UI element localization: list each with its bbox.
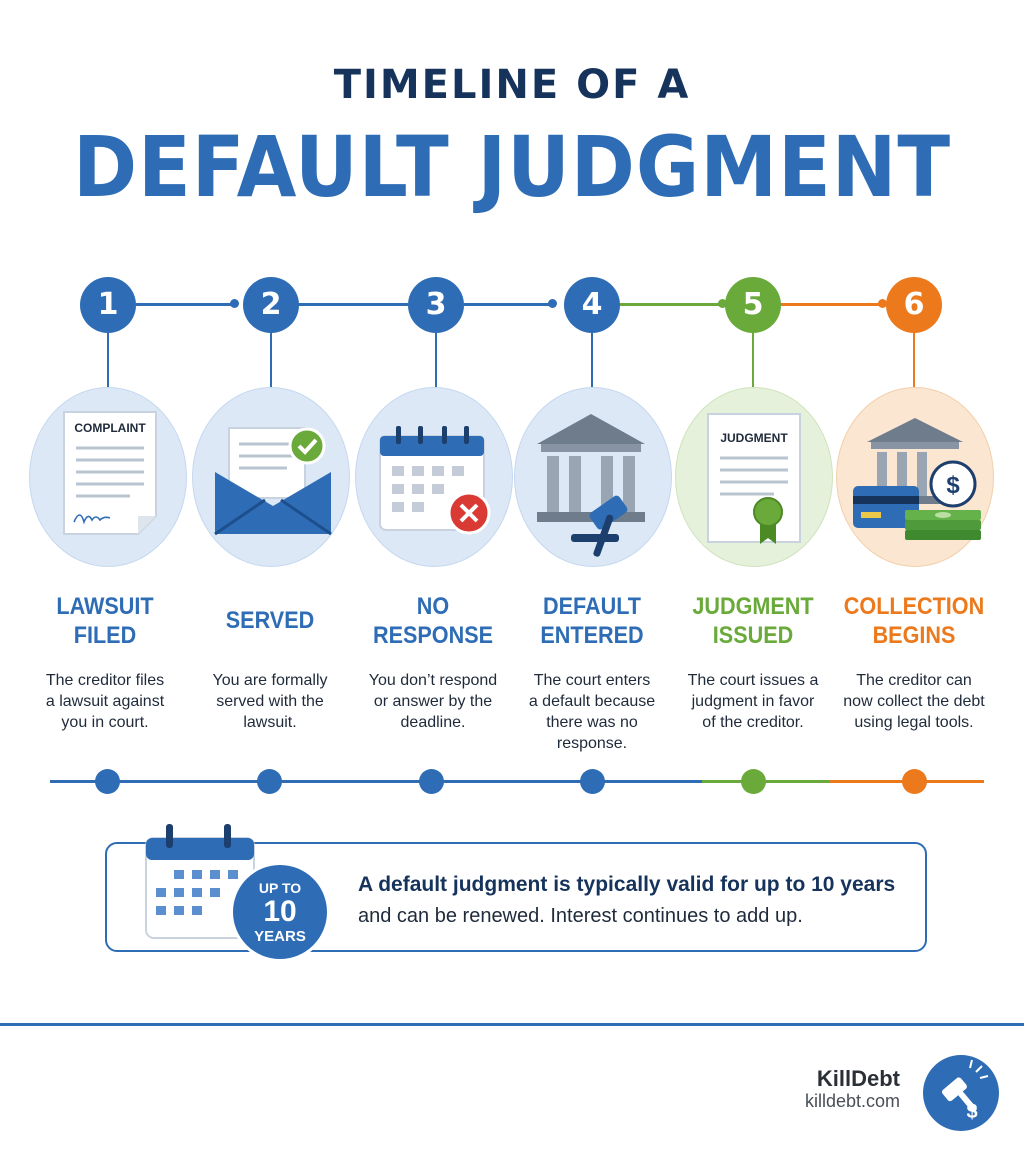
step-4-disc [514,387,672,567]
killdebt-logo-icon: $ [923,1055,999,1131]
step-2-description: You are formally served with the lawsuit… [212,672,328,731]
svg-text:$: $ [946,472,960,499]
title-top: TIMELINE OF A [333,62,691,108]
title-main: DEFAULT JUDGMENT [72,118,951,216]
step-3-disc [355,387,513,567]
step-1-drop [107,333,109,387]
bottom-timeline-blue [50,780,702,783]
step-4-description: The court enters a default because there… [528,672,656,752]
step-1-description: The creditor files a lawsuit against you… [45,672,165,731]
step-5-title: JUDGMENT ISSUED [692,593,814,649]
connector-1-2 [136,303,236,306]
bottom-dot-3 [419,769,444,794]
step-6-drop [913,333,915,387]
bottom-dot-5 [741,769,766,794]
svg-text:$: $ [966,1101,977,1123]
connector-2-3 [298,303,408,306]
step-5-disc: JUDGMENT [675,387,833,567]
judgment-document-icon: JUDGMENT [707,413,801,544]
step-5-description: The court issues a judgment in favor of … [687,672,819,731]
calendar-icon [145,824,255,939]
bottom-dot-4 [580,769,605,794]
connector-dot [230,299,239,308]
step-2-disc [192,387,350,567]
bottom-dot-2 [257,769,282,794]
bottom-dot-1 [95,769,120,794]
step-6-number: 6 [886,277,942,333]
connector-3-4 [464,303,556,306]
complaint-label: COMPLAINT [74,421,146,435]
connector-dot [718,299,727,308]
footer-divider [0,1023,1024,1026]
step-2-number: 2 [243,277,299,333]
step-3-description: You don’t respond or answer by the deadl… [368,672,498,731]
judgment-label: JUDGMENT [720,431,788,445]
step-2-title: SERVED [225,607,315,634]
courthouse-gavel-icon [537,414,645,557]
step-4-number: 4 [564,277,620,333]
step-3-number: 3 [408,277,464,333]
step-4-drop [591,333,593,387]
brand-name: KillDebt [816,1066,900,1091]
envelope-check-icon [214,427,332,536]
step-6-description: The creditor can now collect the debt us… [843,672,985,731]
step-2-drop [270,333,272,387]
step-1-title: LAWSUIT FILED [56,593,154,649]
complaint-document-icon: COMPLAINT [63,411,157,535]
connector-4-5 [620,303,728,306]
connector-5-6 [780,303,886,306]
step-3-title: NO RESPONSE [372,593,494,649]
step-6-disc: $ [836,387,994,567]
info-subtext: and can be renewed. Interest continues t… [358,905,803,927]
step-3-drop [435,333,437,387]
connector-dot [548,299,557,308]
bottom-timeline-green [702,780,830,783]
step-6-title: COLLECTION BEGINS [843,593,985,649]
calendar-x-icon [379,426,491,535]
connector-dot [878,299,887,308]
step-5-number: 5 [725,277,781,333]
step-1-disc: COMPLAINT [29,387,187,567]
info-headline: A default judgment is typically valid fo… [358,873,896,896]
step-4-title: DEFAULT ENTERED [540,593,644,649]
step-1-number: 1 [80,277,136,333]
bank-money-icon: $ [853,418,981,540]
bottom-dot-6 [902,769,927,794]
years-badge: UP TO 10 YEARS [230,862,330,962]
step-5-drop [752,333,754,387]
brand-url: killdebt.com [804,1091,900,1111]
